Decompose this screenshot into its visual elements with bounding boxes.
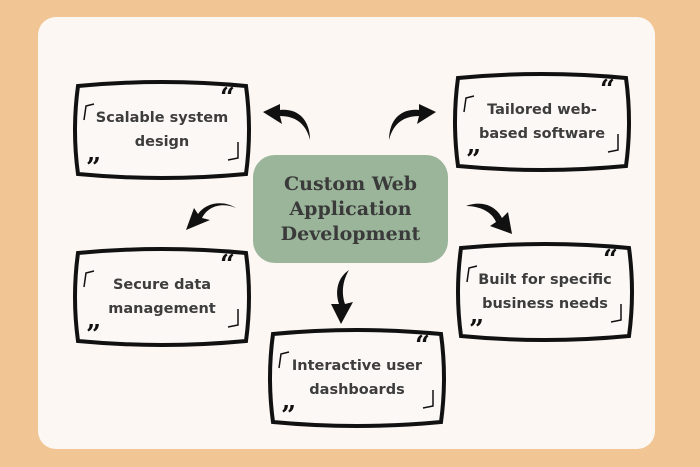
center-topic: Custom Web Application Development [253, 155, 448, 263]
svg-text:“: “ [600, 75, 615, 105]
speech-frame-icon: “” [73, 80, 251, 180]
svg-text:“: “ [415, 331, 430, 361]
box-label: Secure data management [108, 277, 216, 317]
box-secure: “”Secure data management [72, 247, 252, 347]
svg-text:”: ” [466, 145, 481, 172]
svg-text:”: ” [469, 315, 484, 342]
box-interactive: “”Interactive user dashboards [267, 328, 447, 428]
box-tailored: “”Tailored web-based software [452, 72, 632, 172]
svg-text:”: ” [281, 401, 296, 428]
svg-text:”: ” [86, 153, 101, 180]
box-scalable: “”Scalable system design [72, 80, 252, 180]
speech-frame-icon: “” [456, 242, 634, 342]
speech-frame-icon: “” [73, 247, 251, 347]
box-label: Built for specific business needs [478, 272, 612, 312]
arrow-icon [331, 270, 353, 324]
box-label: Scalable system design [95, 110, 229, 150]
speech-frame-icon: “” [268, 328, 446, 428]
speech-frame-icon: “” [453, 72, 631, 172]
box-label: Tailored web-based software [478, 102, 606, 142]
svg-text:”: ” [86, 320, 101, 347]
arrow-icon [263, 104, 310, 140]
arrow-icon [466, 203, 512, 234]
svg-text:“: “ [603, 245, 618, 275]
arrow-icon [389, 104, 436, 140]
box-label: Interactive user dashboards [291, 358, 423, 398]
svg-text:“: “ [220, 250, 235, 280]
svg-text:“: “ [220, 83, 235, 113]
arrow-icon [186, 203, 236, 230]
box-built: “”Built for specific business needs [455, 242, 635, 342]
